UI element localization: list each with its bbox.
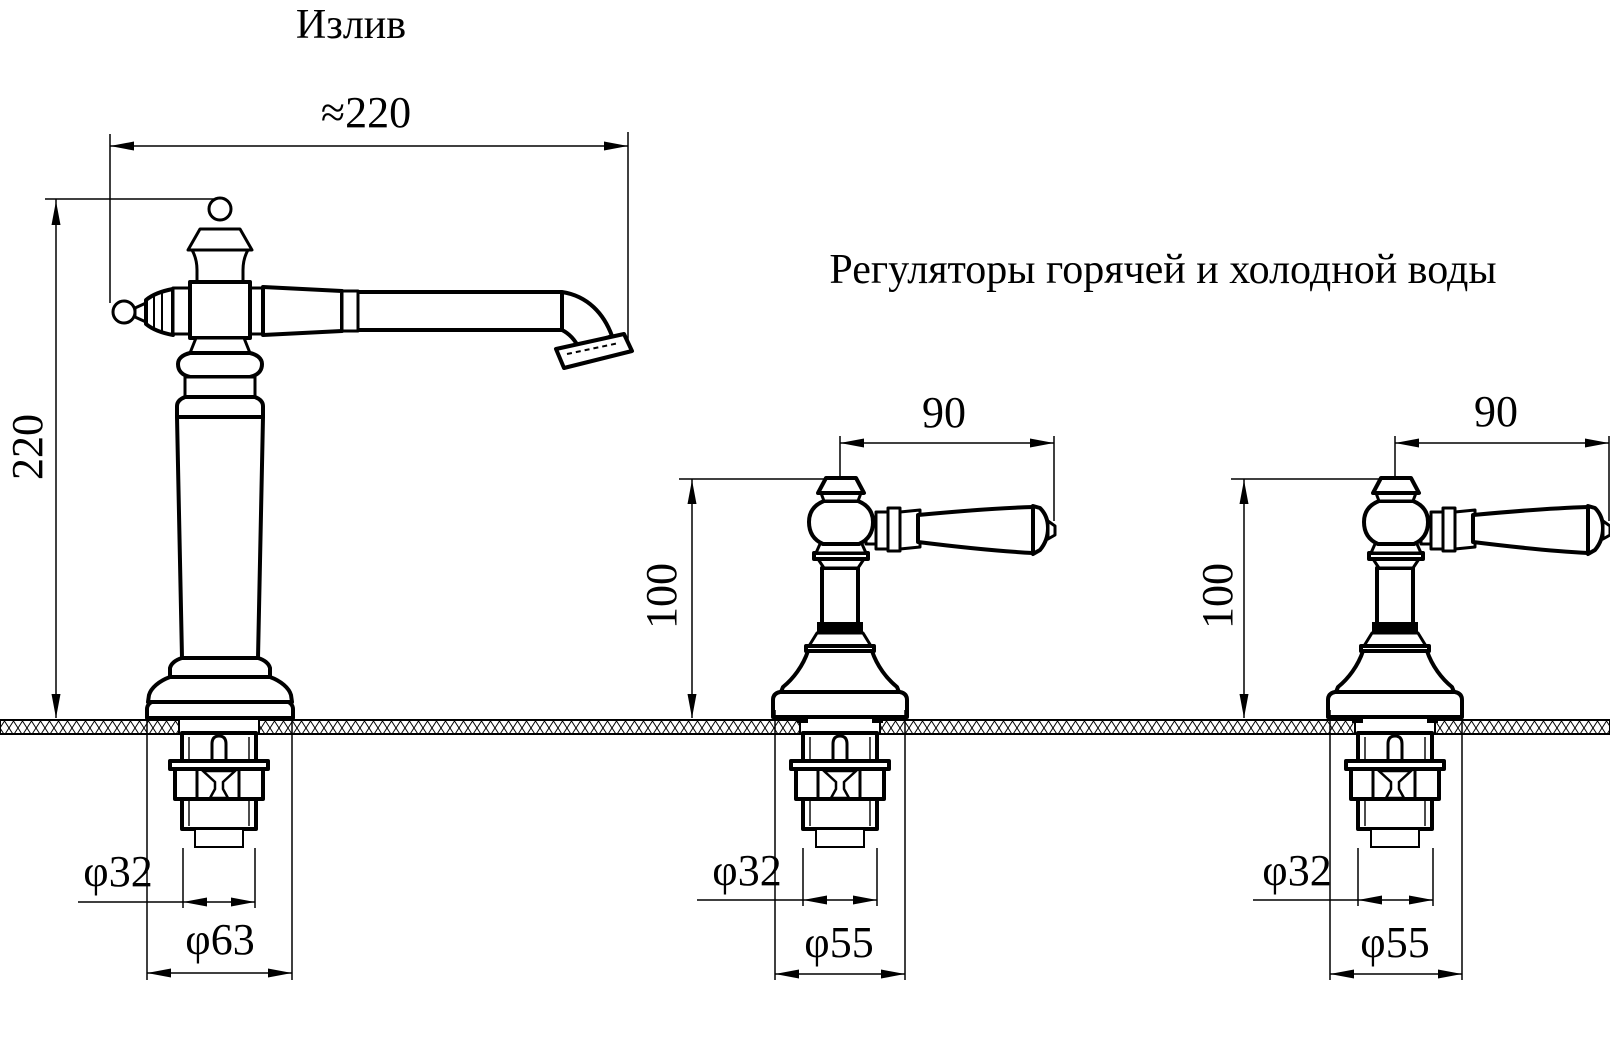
hot-regulator-base-diameter-label: φ55 xyxy=(804,918,873,967)
hot-regulator-base-diameter-dimension xyxy=(774,710,906,980)
spout-shank-diameter-dimension xyxy=(78,848,256,908)
hot-regulator-drawing xyxy=(771,476,1057,725)
cold-regulator-base-diameter-label: φ55 xyxy=(1360,918,1429,967)
cold-regulator-mount-hardware xyxy=(1344,731,1446,849)
spout-shank-diameter-label: φ32 xyxy=(83,847,152,896)
spout-width-dimension-label: ≈220 xyxy=(321,88,411,137)
hot-regulator-handle-dimension xyxy=(839,436,1055,521)
cold-regulator-height-label: 100 xyxy=(1193,563,1242,629)
cold-regulator-handle-length-label: 90 xyxy=(1474,387,1518,436)
cold-regulator-shank-diameter-dimension xyxy=(1253,848,1434,906)
spout-mount-hardware xyxy=(168,731,270,849)
spout-drawing xyxy=(111,196,634,720)
spout-base-diameter-label: φ63 xyxy=(185,915,254,964)
hot-regulator-handle-length-label: 90 xyxy=(922,388,966,437)
regulators-title: Регуляторы горячей и холодной воды xyxy=(829,247,1496,293)
hot-regulator-height-dimension xyxy=(679,478,824,718)
spout-height-dimension-label: 220 xyxy=(3,414,52,480)
spout-base-diameter-dimension xyxy=(146,710,293,980)
spout-title: Излив xyxy=(296,2,406,48)
hot-regulator-shank-diameter-dimension xyxy=(697,848,878,906)
hot-regulator-height-label: 100 xyxy=(637,563,686,629)
countertop xyxy=(0,719,1610,735)
hot-regulator-shank-diameter-label: φ32 xyxy=(712,846,781,895)
spout-height-dimension xyxy=(45,198,214,718)
cold-regulator-height-dimension xyxy=(1231,478,1379,718)
cold-regulator-handle-dimension xyxy=(1394,436,1610,521)
spout-width-dimension xyxy=(109,132,629,340)
cold-regulator-drawing xyxy=(1326,476,1610,725)
hot-regulator-mount-hardware xyxy=(789,731,891,849)
cold-regulator-base-diameter-dimension xyxy=(1329,710,1463,980)
cold-regulator-shank-diameter-label: φ32 xyxy=(1262,846,1331,895)
